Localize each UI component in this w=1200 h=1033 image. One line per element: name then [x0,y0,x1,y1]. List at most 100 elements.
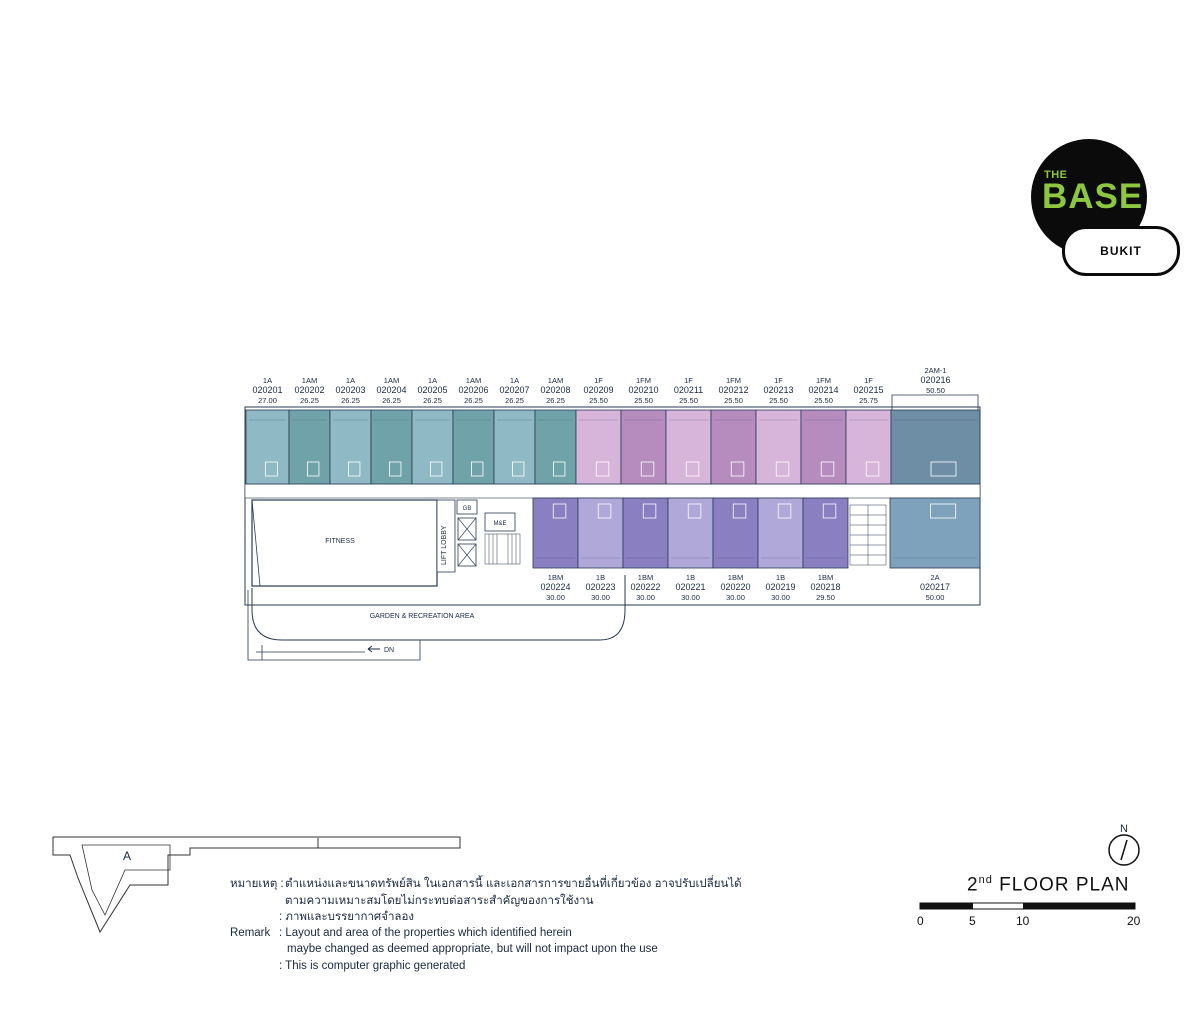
unit-area-label: 25.75 [859,396,878,405]
lower-units: 1BM02022430.001B02022330.001BM02022230.0… [532,497,981,602]
unit-bathroom [264,461,278,477]
fitness-label: FITNESS [325,538,355,545]
unit-bathroom [775,461,790,477]
fitness-edge [251,499,261,587]
unit-type-label: 1BM [548,573,563,582]
unit-id-label: 020201 [252,385,282,395]
unit-block [534,409,577,485]
unit-id-label: 020213 [763,385,793,395]
unit-block [710,409,757,485]
unit-area-label: 26.25 [382,396,401,405]
garden-label: GARDEN & RECREATION AREA [370,613,475,620]
unit-area-label: 25.50 [724,396,743,405]
unit-block [800,409,847,485]
unit-type-label: 1B [596,573,605,582]
unit-area-label: 29.50 [816,593,835,602]
unit-type-label: 1F [864,376,873,385]
unit-area-label: 25.50 [634,396,653,405]
me-room [484,512,516,532]
north-arrow-circle [1108,834,1140,866]
key-plan-outline [52,836,461,934]
stair-core-west [484,533,521,565]
unit-type-label: 1BM [818,573,833,582]
unit-block [889,497,981,569]
unit-block [890,409,981,485]
remark-line3: : This is computer graphic generated [279,960,466,972]
unit-bathroom [595,461,610,477]
unit-area-label: 25.50 [589,396,608,405]
unit-type-label: 1BM [728,573,743,582]
unit-bathroom [820,461,835,477]
dn-arrow [367,645,380,653]
unit-block [370,409,413,485]
gb-label: GB [463,506,472,512]
unit-block [288,409,331,485]
unit-block [577,497,624,569]
thai-note-line2: ตามความเหมาะสมโดยไม่กระทบต่อสาระสำคัญของ… [285,895,594,907]
unit-area-label: 30.00 [681,593,700,602]
thai-note-line1: ตำแหน่งและขนาดทรัพย์สิน ในเอกสารนี้ และเ… [285,878,742,890]
unit-bathroom [389,461,402,477]
unit-block [622,497,669,569]
unit-bathroom [865,461,880,477]
unit-id-label: 020202 [294,385,324,395]
floor-suffix: nd [978,874,993,886]
north-label: N [1120,823,1128,835]
unit-block [755,409,802,485]
unit-type-label: 1AM [466,376,481,385]
unit-id-label: 020205 [417,385,447,395]
unit-area-label: 26.25 [300,396,319,405]
unit-bathroom [552,503,567,519]
scale-label-20: 20 [1127,914,1141,928]
unit-bathroom [348,461,361,477]
unit-area-label: 30.00 [726,593,745,602]
unit-id-label: 020216 [920,375,950,385]
unit-block [757,497,804,569]
unit-type-label: 1FM [726,376,741,385]
unit-id-label: 020209 [583,385,613,395]
corridor [244,483,981,499]
upper-units: 1A02020127.001AM02020226.251A02020326.25… [245,366,981,485]
unit-bathroom [512,461,525,477]
unit-area-label: 26.25 [464,396,483,405]
scale-label-10: 10 [1016,914,1030,928]
unit-type-label: 1A [510,376,519,385]
unit-bathroom [597,503,612,519]
unit-type-label: 1FM [636,376,651,385]
lift-lobby-label: LIFT LOBBY [441,525,448,565]
unit-block [802,497,849,569]
unit-area-label: 30.00 [546,593,565,602]
unit-block [667,497,714,569]
unit-area-label: 25.50 [814,396,833,405]
unit-bathroom [730,461,745,477]
lift-shaft-2-cross [457,543,477,567]
unit-type-label: 2AM-1 [924,366,946,375]
unit-block [575,409,622,485]
unit-block [532,497,579,569]
unit-id-label: 020223 [585,582,615,592]
unit-id-label: 020204 [376,385,406,395]
unit-block [411,409,454,485]
unit-bathroom [732,503,747,519]
lift-lobby [436,499,456,573]
unit-id-label: 020215 [853,385,883,395]
remark-line1: : Layout and area of the properties whic… [279,927,572,939]
unit-type-label: 2A [930,573,939,582]
gb-room [456,499,478,515]
key-plan-label: A [123,849,131,863]
unit-area-label: 50.00 [926,593,945,602]
unit-id-label: 020212 [718,385,748,395]
